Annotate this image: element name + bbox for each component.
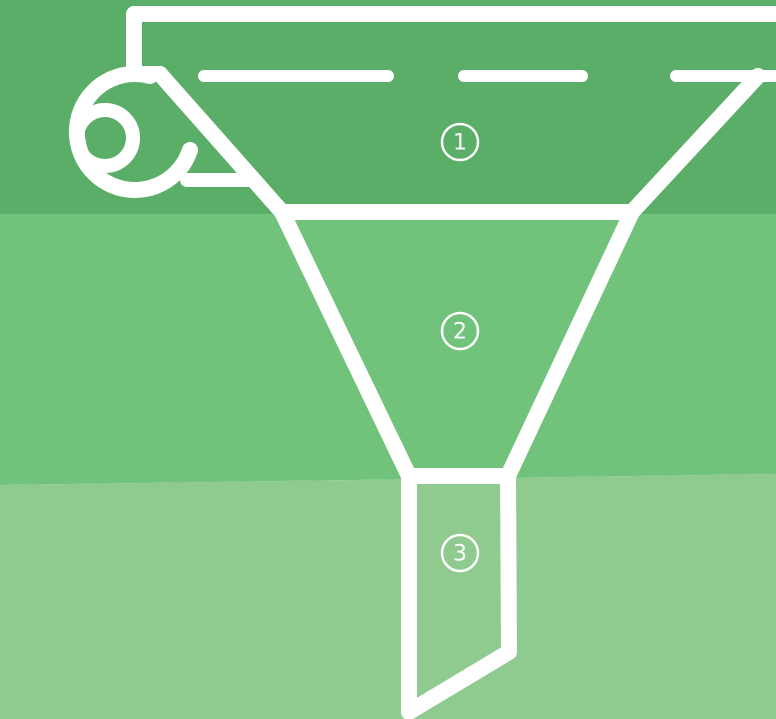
band-bottom	[0, 474, 776, 719]
stage-label-1: 1	[453, 131, 467, 156]
stage-label-3: 3	[453, 542, 467, 567]
stage-label-2: 2	[453, 320, 467, 345]
